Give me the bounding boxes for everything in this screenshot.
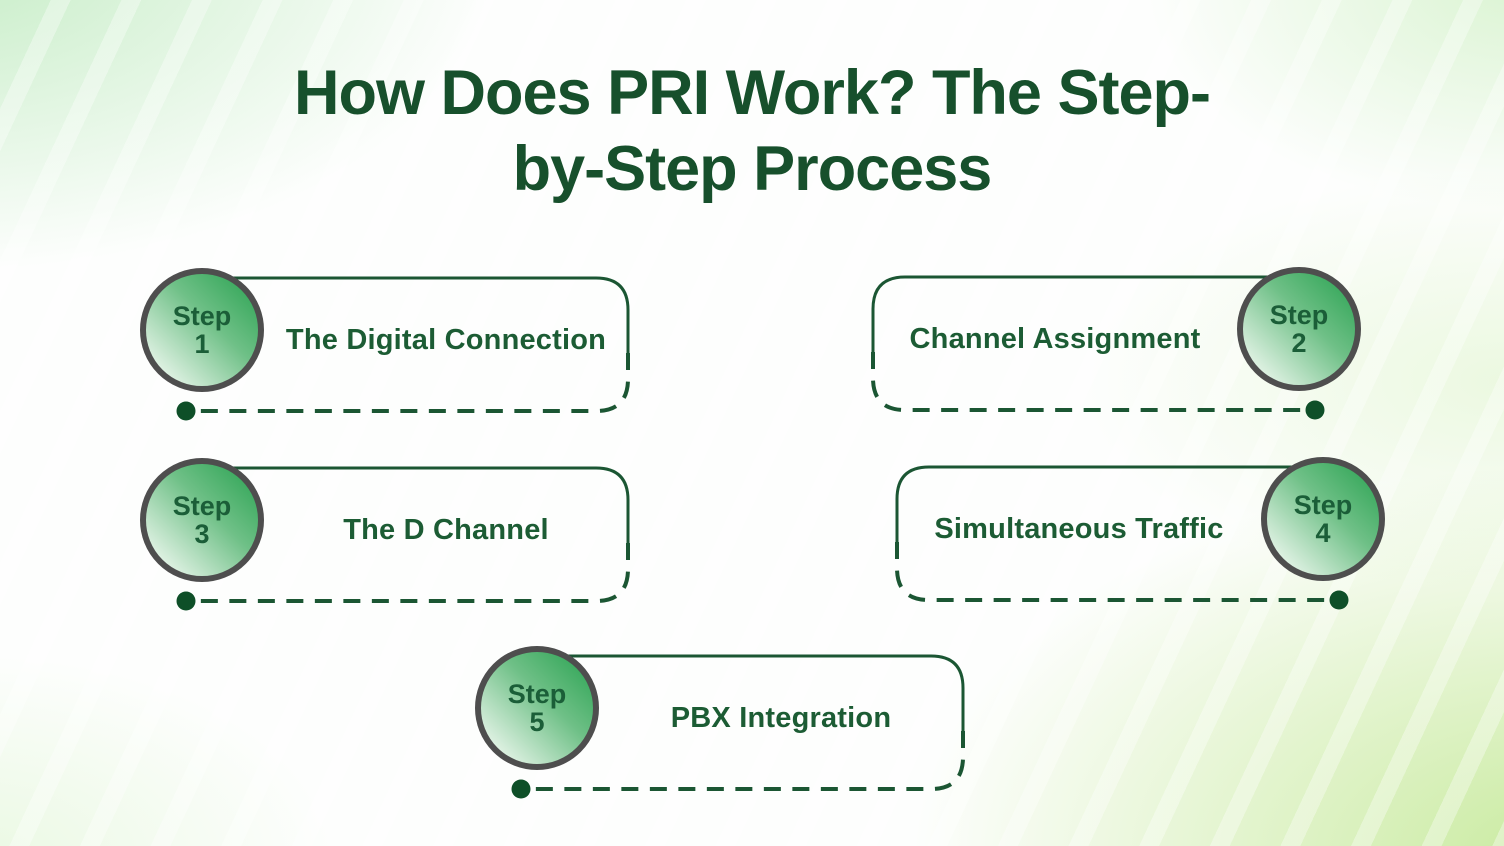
step-card-3: Step 3 The D Channel [140,458,640,623]
step-badge-word: Step [172,300,232,331]
connector-dot [176,591,196,611]
step-badge-word: Step [172,490,232,521]
page-title-line-1: How Does PRI Work? The Step- [294,58,1211,128]
step-card-1: Step 1 The Digital Connection [140,268,640,433]
connector-outline [176,466,630,611]
connector-dot [1305,400,1325,420]
step-label-2: Channel Assignment [909,322,1201,355]
step-badge-2: Step 2 [1237,267,1361,391]
page-title-line-2: by-Step Process [512,133,993,204]
step-badge-word: Step [507,678,567,709]
connector-dot [1329,590,1349,610]
step-badge-number: 4 [1315,518,1331,548]
step-badge-4: Step 4 [1261,457,1385,581]
step-badge-5: Step 5 [475,646,599,770]
step-badge-word: Step [1293,489,1353,520]
step-label-1: The Digital Connection [285,323,607,356]
step-card-4: Step 4 Simultaneous Traffic [885,457,1385,622]
connector-dot [176,401,196,421]
step-label-3: The D Channel [343,513,549,546]
step-badge-word: Step [1269,299,1329,330]
step-label-4: Simultaneous Traffic [934,512,1224,545]
connector-dot [511,779,531,799]
connector-outline [871,275,1325,420]
step-card-2: Step 2 Channel Assignment [861,267,1361,432]
step-badge-number: 2 [1291,328,1307,358]
step-badge-number: 5 [529,707,545,737]
step-card-5: Step 5 PBX Integration [475,646,975,811]
page-title: How Does PRI Work? The Step- by-Step Pro… [0,56,1504,207]
step-badge-1: Step 1 [140,268,264,392]
connector-outline [511,654,965,799]
step-badge-number: 1 [194,329,210,359]
connector-outline [895,465,1349,610]
step-badge-number: 3 [194,519,210,549]
connector-outline [176,276,630,421]
step-label-5: PBX Integration [670,701,892,734]
step-badge-3: Step 3 [140,458,264,582]
